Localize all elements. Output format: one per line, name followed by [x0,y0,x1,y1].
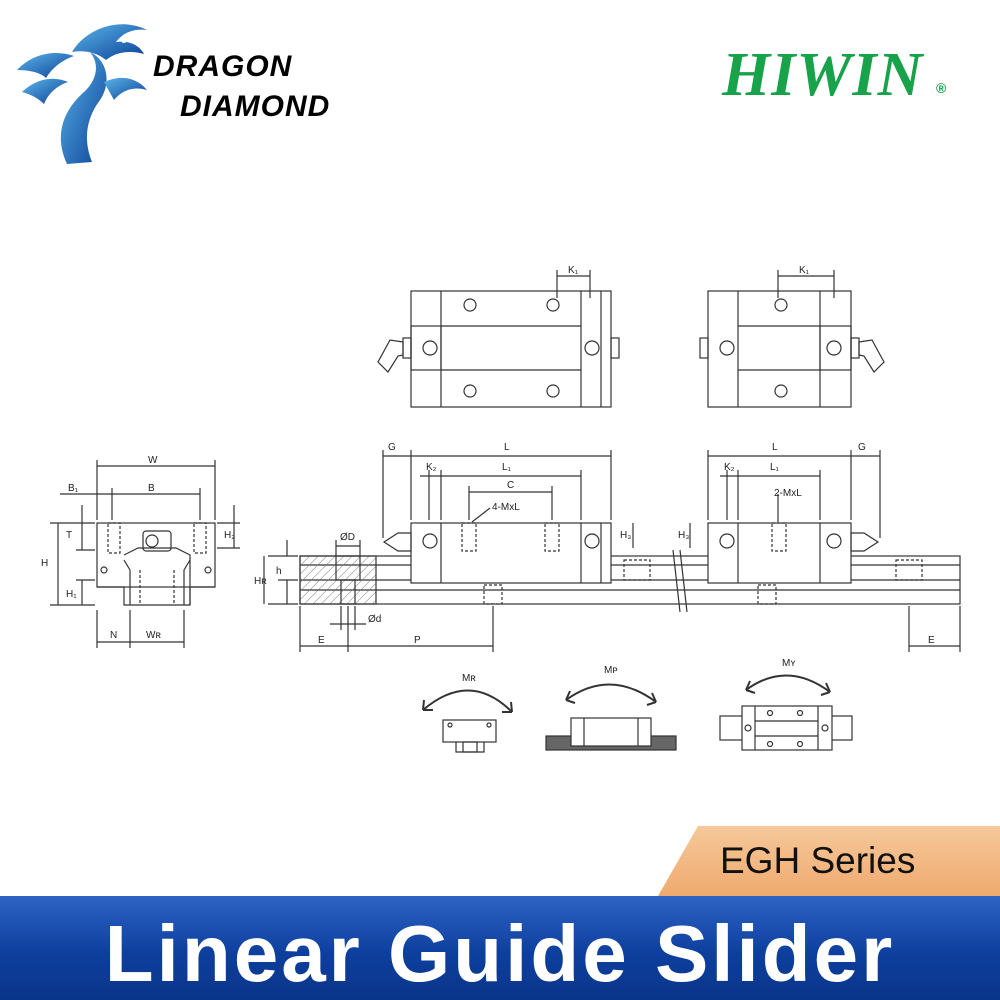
moment-mp-label: Mᴘ [604,665,618,676]
series-label: EGH Series [720,840,916,881]
dim-small-od: Ød [368,614,381,625]
dim-e-left: E [318,635,325,646]
dim-4-mxl: 4-MxL [492,502,520,513]
dim-l1-left: L₁ [502,462,512,473]
dim-l1-right: L₁ [770,462,780,473]
dim-c: C [507,480,514,491]
dim-b1: B₁ [68,483,79,494]
dim-2-mxl: 2-MxL [774,488,802,499]
dim-h1: H₁ [66,589,77,600]
brand-line2: DIAMOND [180,90,331,123]
dim-h2: H₂ [224,530,235,541]
dim-g-left: G [388,442,396,453]
dim-p: P [414,635,421,646]
dim-od: ØD [340,532,355,543]
dim-b: B [148,483,155,494]
dim-h3-left: H₃ [620,530,631,541]
dim-k1-right: K₁ [799,265,810,276]
hiwin-registered-mark: ® [936,80,947,96]
moment-my-label: Mʏ [782,658,796,669]
dim-l-right: L [772,442,778,453]
dim-h-small: h [276,566,282,577]
dim-k1-left: K₁ [568,265,579,276]
hiwin-logo: HIWIN [722,41,924,109]
dim-n: N [110,630,117,641]
dim-k2-left: K₂ [426,462,437,473]
page-title: Linear Guide Slider [104,909,896,998]
moment-mr-label: Mʀ [462,673,476,684]
brand-line1: DRAGON [153,50,293,83]
series-tab [658,826,1000,896]
dim-h3-right: H₃ [678,530,689,541]
title-banner [0,896,1000,1000]
dim-h: H [41,558,48,569]
dim-l-left: L [504,442,510,453]
dim-t: T [66,530,72,541]
dim-hr: Hʀ [254,576,267,587]
dim-g-right: G [858,442,866,453]
dim-wr: Wʀ [146,630,161,641]
dim-e-right: E [928,635,935,646]
dim-w: W [148,455,158,466]
dragon-logo-icon [17,24,147,164]
dim-k2-right: K₂ [724,462,735,473]
